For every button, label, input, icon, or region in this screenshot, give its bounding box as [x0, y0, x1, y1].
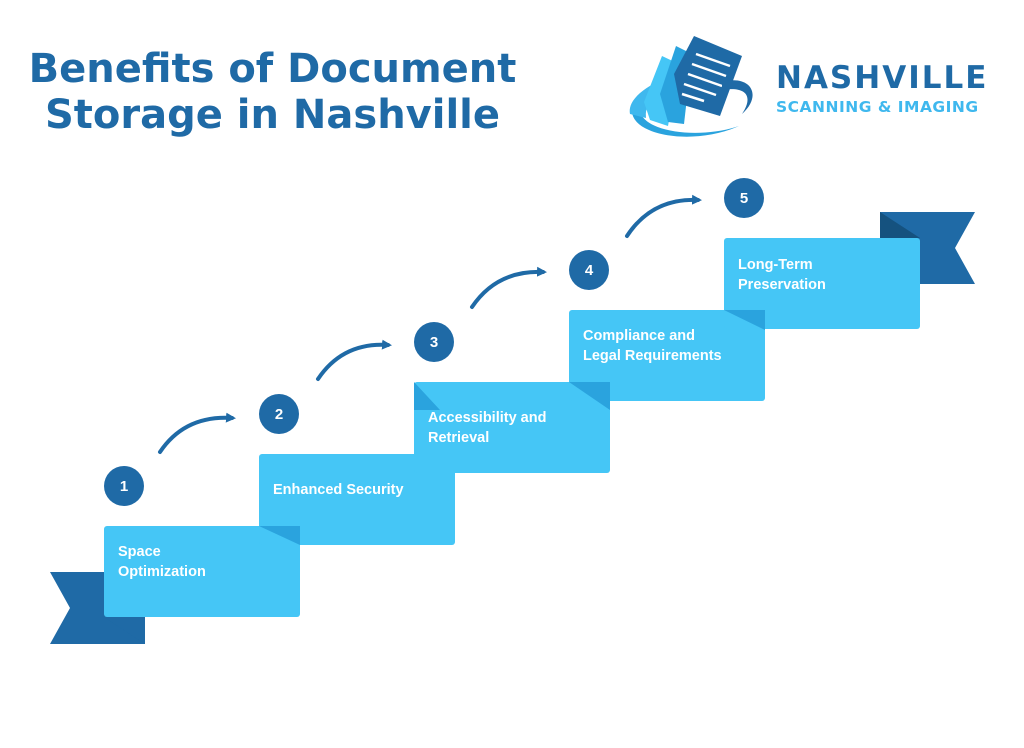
arrow-2-3	[316, 339, 392, 381]
step-block-2	[259, 454, 455, 545]
brand-tagline: SCANNING & IMAGING	[776, 98, 979, 116]
title-line-1: Benefits of Document	[28, 46, 517, 92]
brand: NASHVILLE SCANNING & IMAGING	[776, 62, 988, 118]
step-label-2: Enhanced Security	[273, 482, 404, 498]
step-label-1: Space Optimization	[118, 544, 206, 580]
brand-name: NASHVILLE	[776, 60, 989, 96]
step-number-5: 5	[724, 178, 764, 218]
step-block-5	[724, 238, 920, 329]
arrow-3-4	[470, 266, 547, 309]
step-number-3: 3	[414, 322, 454, 362]
ribbon-fold-right	[880, 212, 920, 238]
step-block-1	[104, 526, 300, 617]
step-label-4: Compliance and Legal Requirements	[583, 328, 722, 364]
step-number-4: 4	[569, 250, 609, 290]
arrow-4-5	[625, 194, 702, 238]
step-label-3: Accessibility and Retrieval	[428, 410, 547, 446]
arrow-1-2	[158, 412, 236, 454]
step-label-5: Long-Term Preservation	[738, 257, 826, 293]
step-block-3	[414, 382, 610, 473]
page-title: Benefits of Document Storage in Nashvill…	[0, 46, 545, 138]
step-block-4	[569, 310, 765, 401]
document-logo-icon	[629, 36, 753, 137]
step-number-1: 1	[104, 466, 144, 506]
title-line-2: Storage in Nashville	[44, 92, 501, 138]
step-number-2: 2	[259, 394, 299, 434]
